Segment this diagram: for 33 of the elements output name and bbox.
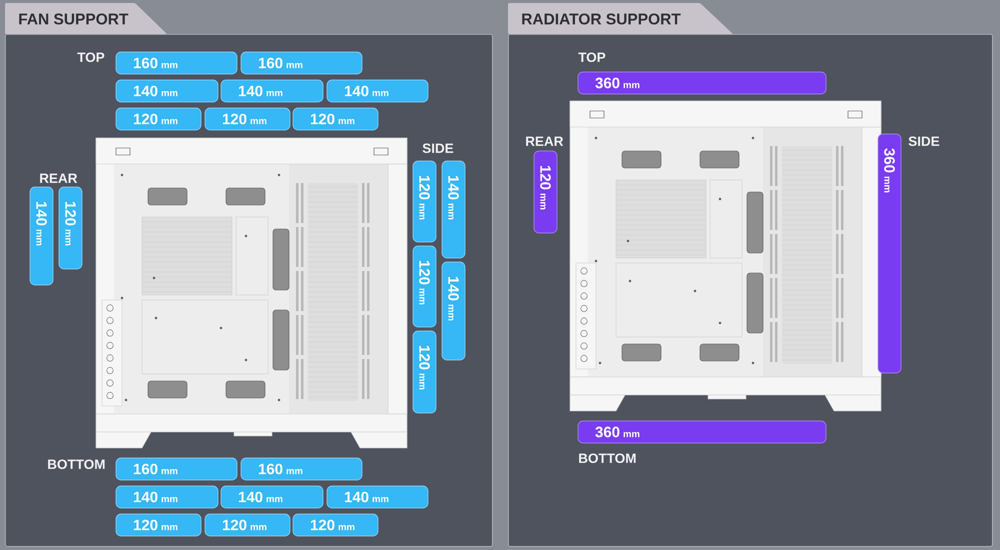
size-pill: 360 mm [878,134,902,374]
panel-heading-tab: FAN SUPPORT [5,3,166,34]
size-pill: 360 mm [578,420,826,444]
size-pill: 160 mm [116,52,238,74]
size-pill: 140 mm [220,80,324,102]
size-pill: 120 mm [116,514,202,536]
size-pill: 120 mm [412,330,436,414]
size-pill: 140 mm [326,486,428,508]
position-label: SIDE [422,143,454,154]
size-pill: 140 mm [326,80,428,102]
size-pill: 120 mm [204,514,290,536]
size-pill: 120 mm [412,246,436,328]
size-pill: 120 mm [58,186,82,270]
position-label: BOTTOM [48,459,105,470]
size-pill: 140 mm [442,160,466,258]
size-pill: 140 mm [442,262,466,360]
position-label: REAR [40,174,78,183]
panel-heading-tab: RADIATOR SUPPORT [508,3,732,34]
size-pill: 140 mm [30,186,54,286]
size-pill: 120 mm [292,108,378,130]
size-pill: 120 mm [116,108,202,130]
size-pill: 160 mm [240,458,362,480]
size-pill: 160 mm [116,458,238,480]
size-pill: 140 mm [116,80,218,102]
size-pill: 120 mm [412,160,436,242]
size-pill: 140 mm [116,486,218,508]
position-label: TOP [77,52,104,62]
size-pill: 120 mm [534,150,558,234]
size-pill: 120 mm [204,108,290,130]
size-pill: 360 mm [578,72,826,94]
size-pill: 140 mm [220,486,324,508]
size-pill: 120 mm [292,514,378,536]
size-pill: 160 mm [240,52,362,74]
